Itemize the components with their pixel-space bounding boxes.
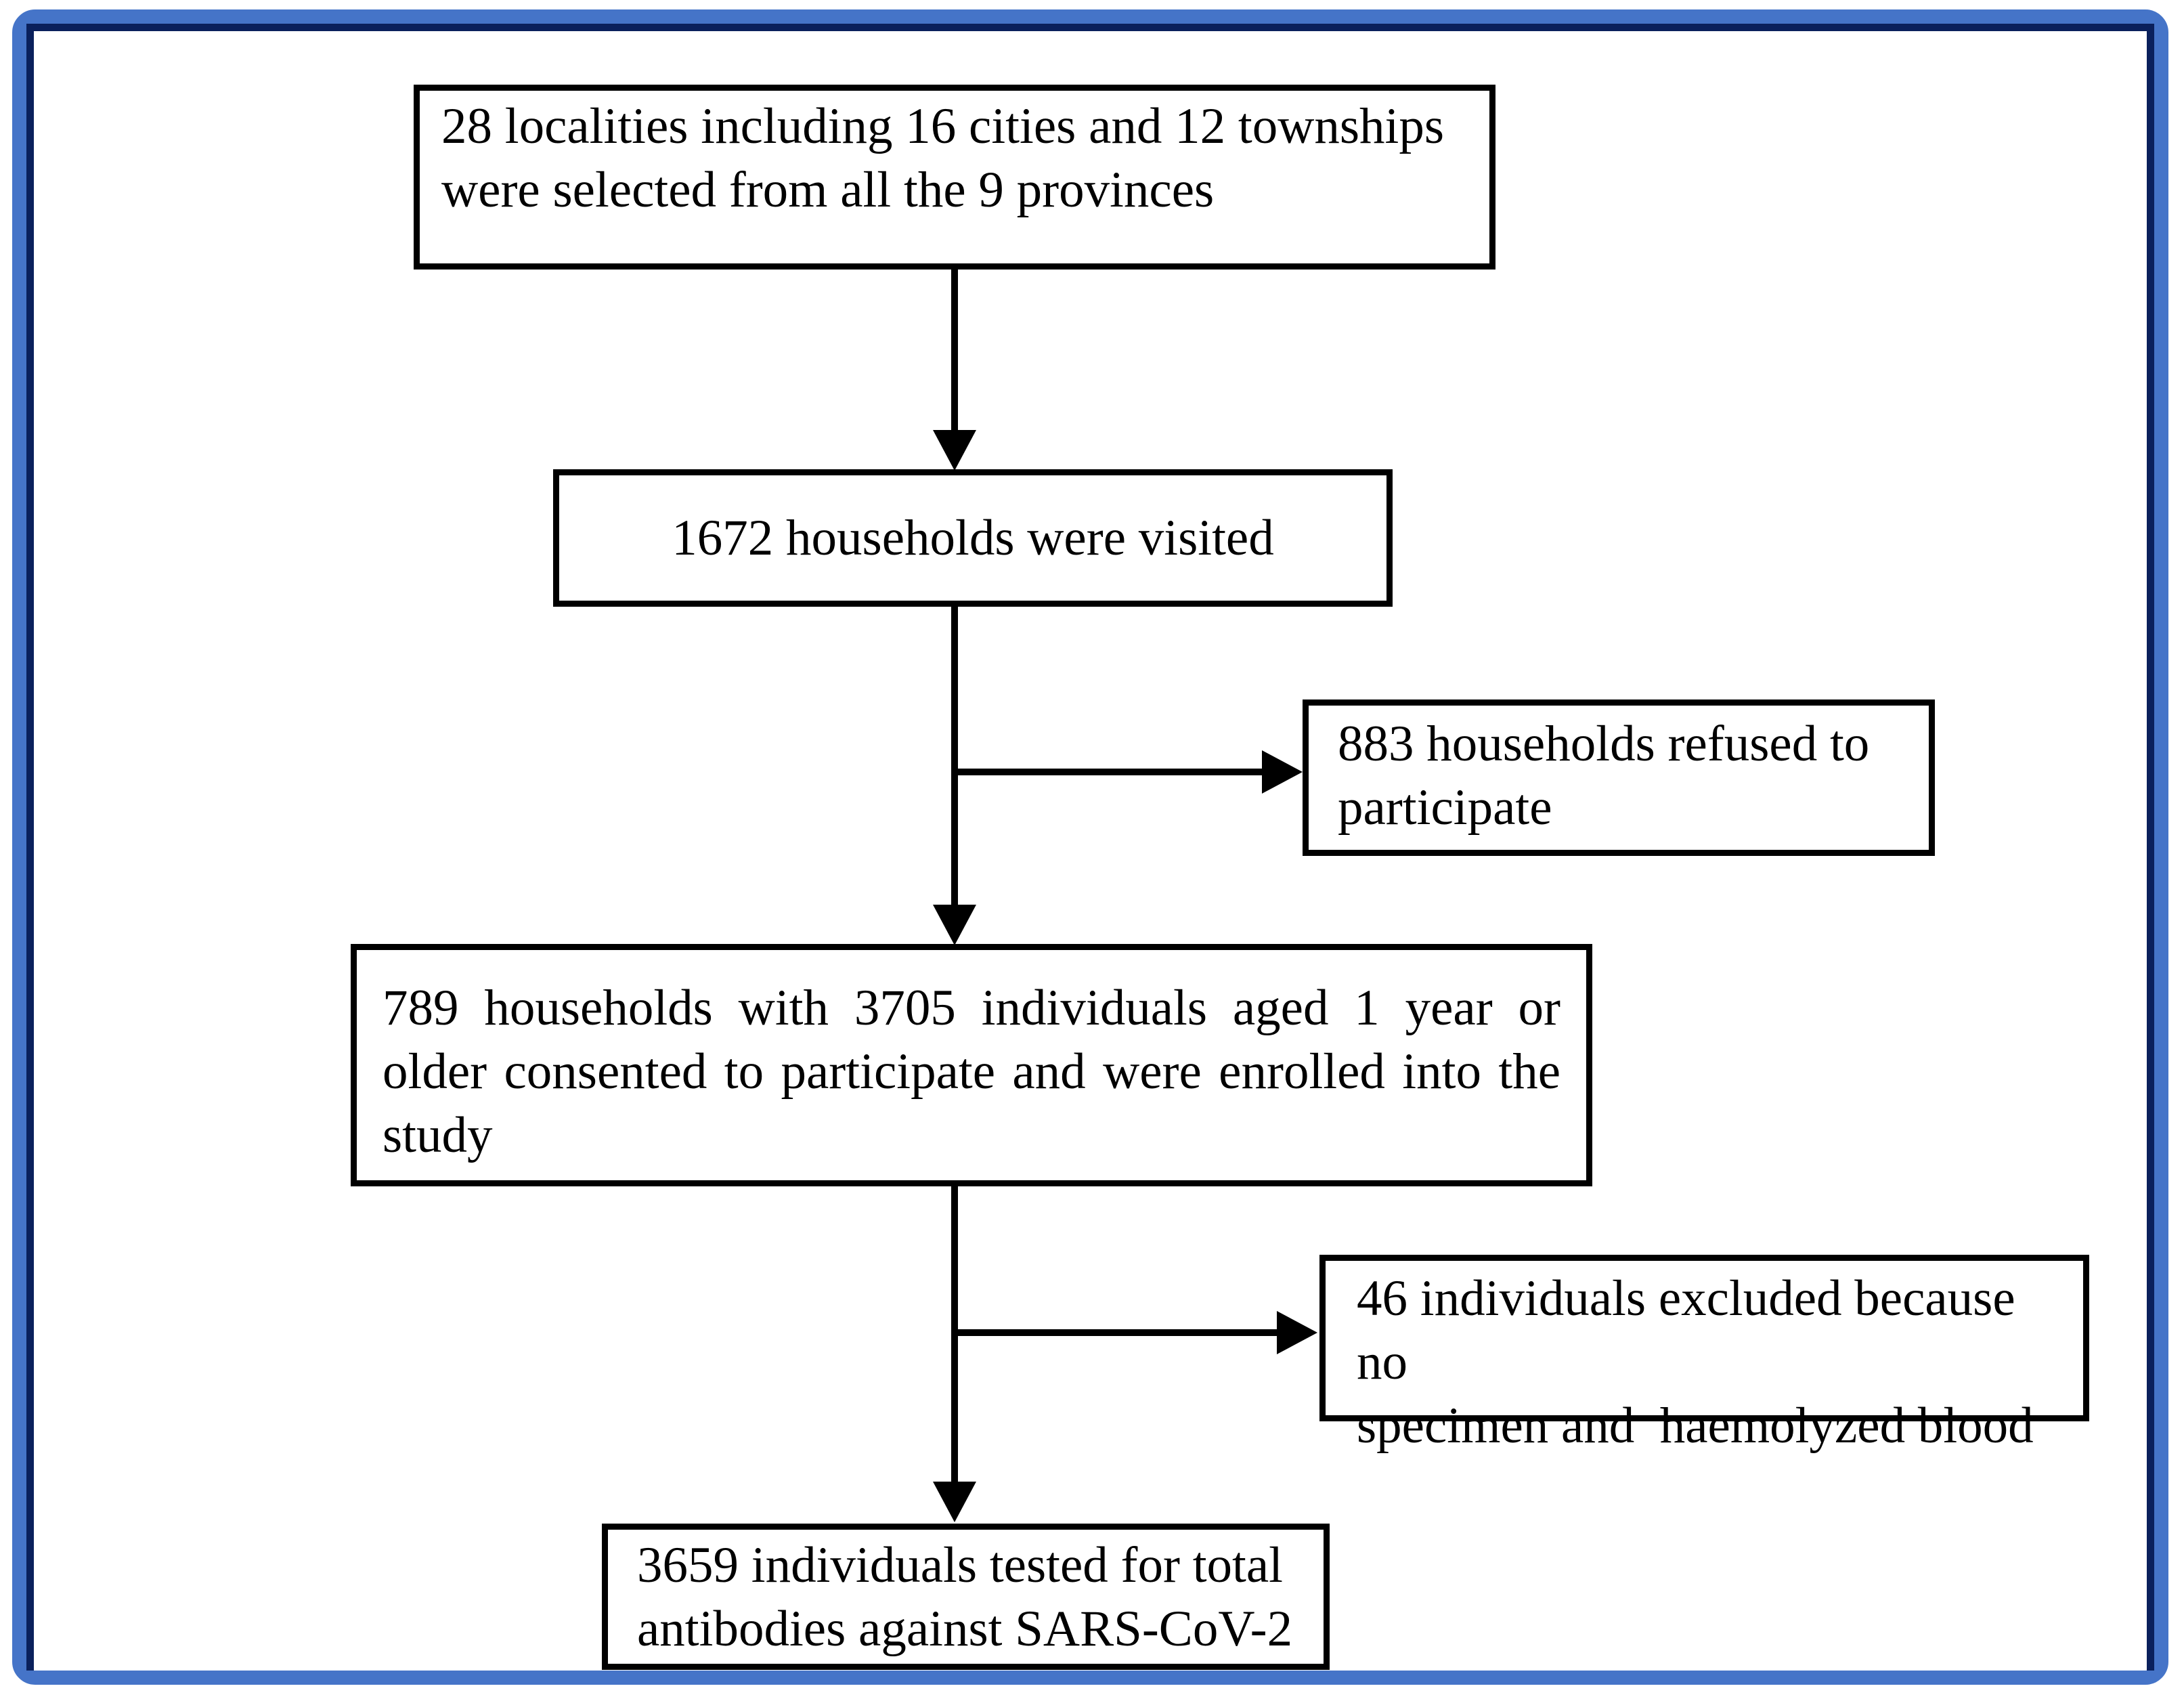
text-line: antibodies against SARS-CoV-2 xyxy=(637,1601,1293,1657)
text-line: 1672 households were visited xyxy=(672,509,1274,566)
box-individuals-excluded: 46 individuals excluded because no speci… xyxy=(1319,1255,2089,1454)
box-localities-selected: 28 localities including 16 cities and 12… xyxy=(414,85,1495,270)
text-line: 789 households with 3705 individuals age… xyxy=(383,980,1560,1036)
text-line: participate xyxy=(1338,779,1552,836)
text-line: older consented to participate and were … xyxy=(383,1043,1560,1100)
arrowhead-down-icon xyxy=(933,905,976,945)
box-households-refused: 883 households refused to participate xyxy=(1303,699,1935,856)
box-individuals-tested: 3659 individuals tested for total antibo… xyxy=(602,1524,1330,1670)
text-line: 28 localities including 16 cities and 12… xyxy=(441,98,1445,154)
connector-enrolled xyxy=(951,607,958,911)
text-line: 883 households refused to xyxy=(1338,716,1870,772)
text-line: study xyxy=(383,1107,493,1163)
text-line: were selected from all the 9 provinces xyxy=(441,162,1215,218)
arrowhead-down-icon xyxy=(933,430,976,471)
branch-refused xyxy=(955,769,1266,775)
connector-tested xyxy=(951,1186,958,1487)
arrowhead-down-icon xyxy=(933,1482,976,1522)
box-households-visited: 1672 households were visited xyxy=(553,469,1393,607)
arrowhead-right-icon xyxy=(1277,1311,1317,1354)
arrowhead-right-icon xyxy=(1262,750,1303,794)
box-households-enrolled: 789 households with 3705 individuals age… xyxy=(351,944,1592,1186)
text-line: 46 individuals excluded because no xyxy=(1357,1270,2028,1390)
text-line: 3659 individuals tested for total xyxy=(637,1537,1284,1593)
outer-frame xyxy=(12,9,2168,1685)
inner-frame xyxy=(26,24,2154,1671)
branch-excluded xyxy=(955,1329,1281,1336)
text-line: specimen and haemolyzed blood xyxy=(1357,1398,2034,1454)
connector-visited xyxy=(951,270,958,437)
